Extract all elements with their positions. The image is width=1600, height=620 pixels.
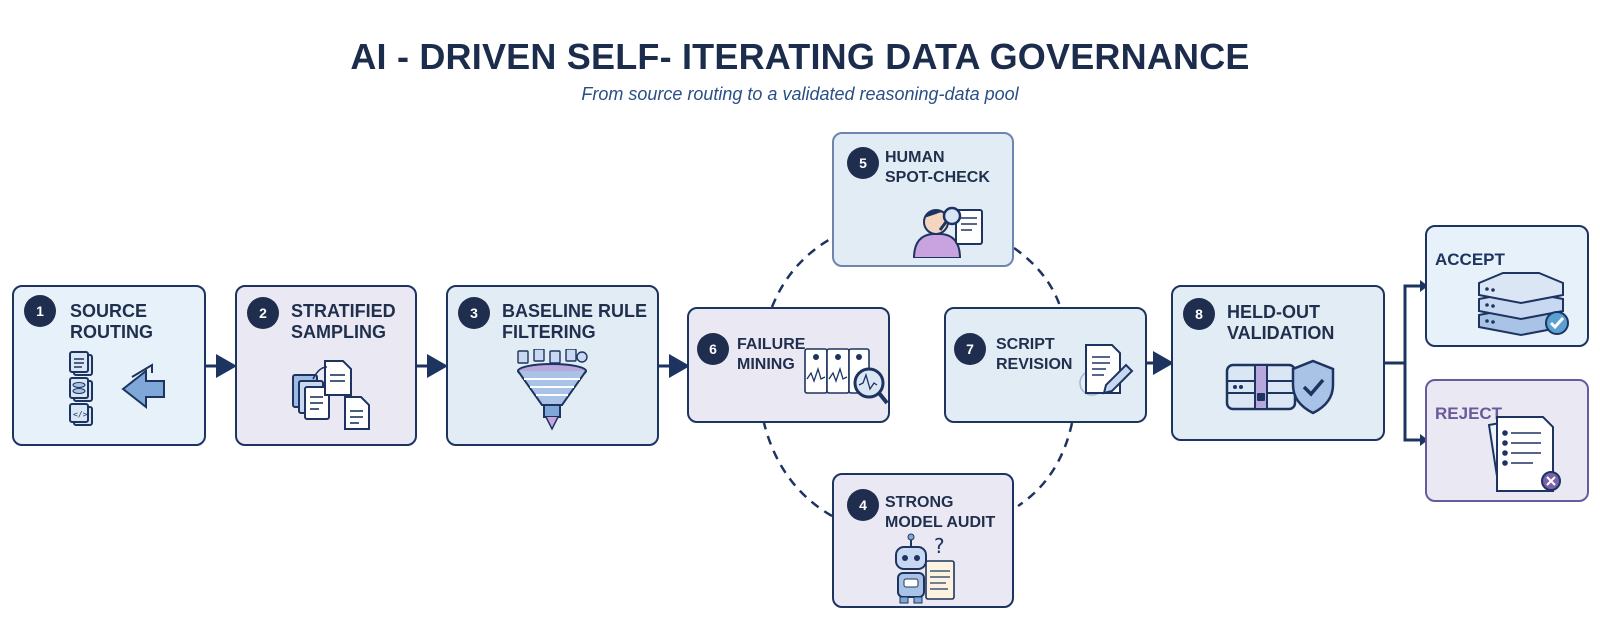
shield-vault-icon [1225, 359, 1335, 415]
step-number-badge: 7 [954, 333, 986, 365]
svg-text:?: ? [934, 534, 945, 558]
page-subtitle: From source routing to a validated reaso… [581, 84, 1019, 104]
funnel-icon [517, 349, 588, 431]
step-number-badge: 5 [847, 147, 879, 179]
magnifier-charts-icon [804, 348, 889, 405]
step-number-badge: 6 [697, 333, 729, 365]
loop-6-to-5 [770, 236, 833, 308]
rejected-document-icon [1487, 415, 1561, 492]
documents-icon [292, 360, 370, 430]
accept-label: ACCEPT [1435, 250, 1505, 269]
data-routing-icon: </> [69, 351, 165, 426]
branch-connector [1385, 284, 1422, 442]
inspector-icon [912, 206, 983, 258]
step-number-badge: 1 [24, 295, 56, 327]
loop-7-to-4 [1017, 422, 1074, 508]
edit-document-icon [1079, 344, 1134, 396]
step-number-badge: 4 [847, 489, 879, 521]
outcome-reject[interactable]: REJECT [1425, 379, 1589, 502]
reject-label: REJECT [1435, 404, 1503, 423]
loop-5-to-7 [1013, 246, 1062, 307]
svg-text:</>: </> [73, 410, 88, 419]
outcome-accept[interactable]: ACCEPT [1425, 225, 1589, 347]
server-check-icon [1478, 272, 1569, 337]
loop-4-to-6 [762, 422, 833, 518]
step-number-badge: 8 [1183, 298, 1215, 330]
robot-icon: ? [895, 533, 955, 604]
page-title: AI - DRIVEN SELF- ITERATING DATA GOVERNA… [350, 36, 1250, 77]
step-number-badge: 2 [247, 297, 279, 329]
step-number-badge: 3 [458, 297, 490, 329]
